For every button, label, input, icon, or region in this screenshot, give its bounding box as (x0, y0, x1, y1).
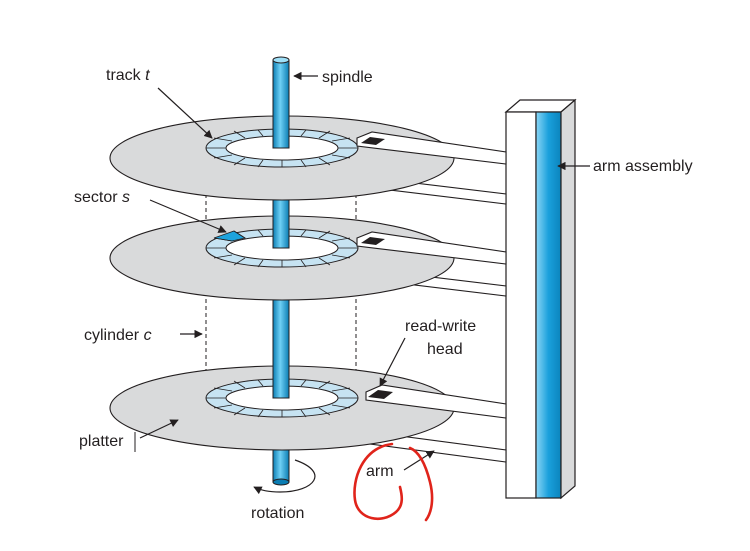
sector-label: sector s (74, 189, 130, 206)
cylinder-label: cylinder c (84, 327, 152, 344)
read-write-head-leader (379, 337, 406, 387)
platter-label: platter (79, 433, 124, 450)
leader-arrows (139, 71, 590, 471)
head-middle (361, 237, 385, 245)
head-bottom (368, 390, 393, 399)
head-label: head (427, 341, 463, 358)
spindle-top (272, 59, 290, 149)
platter-leader (139, 419, 179, 439)
arm-assembly-label: arm assembly (593, 158, 693, 175)
red-annotation-circle (353, 442, 434, 522)
spindle-label: spindle (322, 69, 373, 86)
rotation-label: rotation (251, 505, 304, 522)
read-write-label: read-write (405, 318, 476, 335)
head-top (361, 137, 385, 145)
spindle-segment-3 (272, 285, 290, 399)
arm-leader (403, 450, 435, 471)
arm-label: arm (366, 463, 394, 480)
arm-assembly-column (504, 98, 577, 500)
rotation-arrow (253, 459, 316, 495)
platter-bottom (109, 365, 455, 451)
track-leader (157, 87, 213, 139)
sector-leader (149, 199, 227, 233)
arm-upper-blades (356, 131, 507, 419)
track-label: track t (106, 67, 150, 84)
